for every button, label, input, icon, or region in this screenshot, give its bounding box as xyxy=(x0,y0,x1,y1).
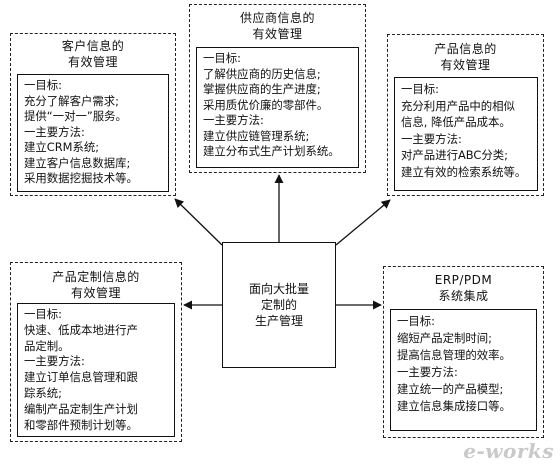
product-info-title: 产品信息的 有效管理 xyxy=(388,41,543,73)
text-line: 供应商信息的 xyxy=(239,11,315,25)
text-line: 对产品进行ABC分类; xyxy=(401,148,508,162)
text-line: 一主要方法: xyxy=(401,131,462,146)
customer-info-content: 一目标: 充分了解客户需求; 提供“一对一”服务。 一主要方法: 建立CRM系统… xyxy=(17,74,169,192)
text-line: 有效管理 xyxy=(67,55,118,69)
text-line: 充分利用产品中的相似 xyxy=(401,98,515,113)
text-line: 和零部件预制计划等。 xyxy=(24,417,138,432)
text-line: 产品定制信息的 xyxy=(52,270,140,284)
text-line: 有效管理 xyxy=(252,27,303,41)
text-line: 采用数据挖掘技术等。 xyxy=(24,171,138,185)
erp-pdm-title: ERP/PDM 系统集成 xyxy=(384,272,543,304)
text-line: 信息, 降低产品成本。 xyxy=(401,115,511,129)
text-line: 一主要方法: xyxy=(24,354,85,369)
text-line: 客户信息的 xyxy=(61,39,125,53)
text-line: 面向大批量 xyxy=(248,282,309,296)
text-line: 一主要方法: xyxy=(24,124,85,139)
text-line: 掌握供应商的生产进度; xyxy=(203,82,321,96)
customization-info-title: 产品定制信息的 有效管理 xyxy=(11,269,181,301)
text-line: 建立信息集成接口等。 xyxy=(397,399,511,413)
customer-info-box: 客户信息的 有效管理 一目标: 充分了解客户需求; 提供“一对一”服务。 一主要… xyxy=(10,33,176,196)
text-line: 踪系统; xyxy=(24,385,63,400)
text-line: 建立CRM系统; xyxy=(24,140,100,154)
text-line: 编制产品定制生产计划 xyxy=(24,401,138,416)
text-line: 一目标: xyxy=(203,51,242,65)
text-line: 生产管理 xyxy=(254,314,303,328)
erp-pdm-box: ERP/PDM 系统集成 一目标: 缩短产品定制时间; 提高信息管理的效率。 一… xyxy=(383,266,544,438)
text-line: 一主要方法: xyxy=(397,365,458,379)
text-line: 充分了解客户需求; xyxy=(24,93,119,108)
product-info-content: 一目标: 充分利用产品中的相似 信息, 降低产品成本。 一主要方法: 对产品进行… xyxy=(394,77,538,191)
central-mass-customization-box: 面向大批量 定制的 生产管理 xyxy=(222,242,336,368)
text-line: 快速、低成本地进行产 xyxy=(24,322,138,337)
text-line: 有效管理 xyxy=(70,286,121,300)
text-line: 建立统一的产品模型; xyxy=(397,382,504,396)
text-line: 建立分布式生产计划系统。 xyxy=(203,144,340,158)
text-line: 了解供应商的历史信息; xyxy=(203,66,321,81)
text-line: 提供“一对一”服务。 xyxy=(24,109,127,123)
customization-info-box: 产品定制信息的 有效管理 一目标: 快速、低成本地进行产 品定制。 一主要方法:… xyxy=(10,262,182,442)
e-works-watermark-logo: e-works xyxy=(463,439,554,463)
text-line: 提高信息管理的效率。 xyxy=(397,348,511,362)
text-line: 建立订单信息管理和跟 xyxy=(24,370,138,385)
text-line: 建立供应链管理系统; xyxy=(203,128,310,143)
text-line: 一主要方法: xyxy=(203,113,264,127)
text-line: 缩短产品定制时间; xyxy=(397,331,492,345)
supplier-info-content: 一目标: 了解供应商的历史信息; 掌握供应商的生产进度; 采用质优价廉的零部件。… xyxy=(196,47,359,168)
text-line: 定制的 xyxy=(260,298,297,312)
text-line: 采用质优价廉的零部件。 xyxy=(203,97,329,112)
arrow-to-product xyxy=(335,199,391,246)
text-line: 一目标: xyxy=(24,307,63,321)
text-line: ERP/PDM xyxy=(434,273,493,287)
text-line: 有效管理 xyxy=(440,58,491,72)
customization-info-content: 一目标: 快速、低成本地进行产 品定制。 一主要方法: 建立订单信息管理和跟 踪… xyxy=(17,303,175,437)
customer-info-title: 客户信息的 有效管理 xyxy=(11,38,175,70)
text-line: 系统集成 xyxy=(438,289,489,303)
text-line: 建立客户信息数据库; xyxy=(24,155,131,170)
text-line: 一目标: xyxy=(401,82,440,96)
text-line: 一目标: xyxy=(24,78,63,92)
text-line: 品定制。 xyxy=(24,338,70,353)
product-info-box: 产品信息的 有效管理 一目标: 充分利用产品中的相似 信息, 降低产品成本。 一… xyxy=(387,34,544,196)
arrow-to-customer xyxy=(174,198,223,246)
text-line: 建立有效的检索系统等。 xyxy=(401,164,527,179)
supplier-info-title: 供应商信息的 有效管理 xyxy=(190,10,365,42)
text-line: 产品信息的 xyxy=(434,42,497,56)
supplier-info-box: 供应商信息的 有效管理 一目标: 了解供应商的历史信息; 掌握供应商的生产进度;… xyxy=(189,4,366,173)
text-line: 一目标: xyxy=(397,314,436,328)
erp-pdm-content: 一目标: 缩短产品定制时间; 提高信息管理的效率。 一主要方法: 建立统一的产品… xyxy=(390,309,537,431)
